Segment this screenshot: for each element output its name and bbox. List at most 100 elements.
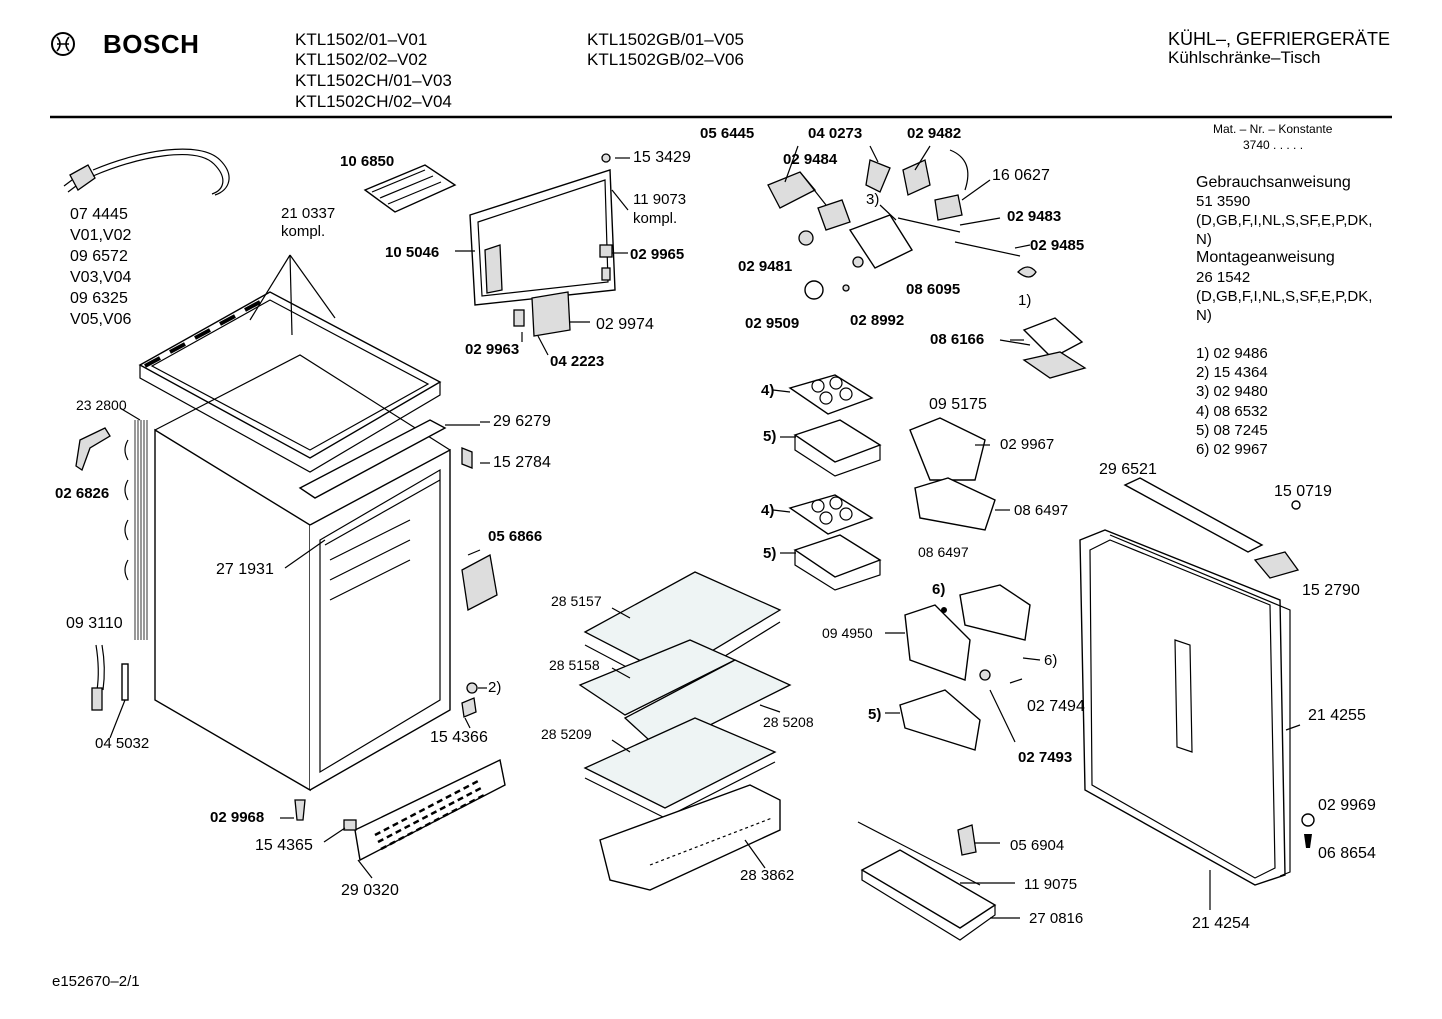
part-label: 29 6279 bbox=[493, 413, 551, 430]
footnote-item: 5) 08 7245 bbox=[1196, 422, 1268, 439]
part-label: 02 7494 bbox=[1027, 698, 1085, 715]
part-label: 16 0627 bbox=[992, 167, 1050, 184]
variant-label: V01,V02 bbox=[70, 227, 132, 244]
part-label: kompl. bbox=[633, 210, 678, 227]
part-label: 15 2784 bbox=[493, 454, 551, 471]
footnote-ref: 5) bbox=[868, 706, 882, 723]
glass-shelf-icon bbox=[578, 571, 792, 819]
footnote-ref: 5) bbox=[763, 545, 777, 562]
part-label: 28 5208 bbox=[763, 714, 814, 730]
footnote-ref: 2) bbox=[488, 679, 502, 696]
footnote-ref: 1) bbox=[1018, 292, 1032, 309]
part-label: 10 5046 bbox=[385, 244, 440, 261]
model-number: KTL1502GB/02–V06 bbox=[587, 50, 744, 69]
part-label: 08 6497 bbox=[918, 544, 969, 560]
part-label: 08 6497 bbox=[1014, 502, 1069, 519]
model-number: KTL1502CH/02–V04 bbox=[295, 92, 452, 111]
screw-icon bbox=[1304, 834, 1312, 848]
part-label: 02 9963 bbox=[465, 341, 520, 358]
hinge-icon bbox=[75, 427, 111, 471]
foot-icon bbox=[294, 799, 306, 821]
part-label: 09 4950 bbox=[822, 625, 873, 641]
footnote-ref: 3) bbox=[866, 191, 880, 208]
manual-languages-end: N) bbox=[1196, 231, 1212, 248]
variant-label: V03,V04 bbox=[70, 269, 132, 286]
part-label: 02 7493 bbox=[1018, 749, 1073, 766]
part-label: 29 0320 bbox=[341, 882, 399, 899]
part-label: 05 6904 bbox=[1010, 837, 1065, 854]
trim-strip-icon bbox=[1123, 477, 1301, 579]
leader-lines bbox=[280, 145, 1211, 910]
part-label: 09 6325 bbox=[70, 290, 128, 307]
part-label: 11 9075 bbox=[1024, 876, 1078, 893]
model-number: KTL1502CH/01–V03 bbox=[295, 71, 452, 90]
mat-nr-value: 3740 . . . . . bbox=[1243, 138, 1304, 152]
part-label: 27 0816 bbox=[1029, 910, 1084, 927]
cabinet-top-icon bbox=[138, 254, 442, 473]
part-label: kompl. bbox=[281, 223, 326, 240]
bosch-logo-icon bbox=[51, 32, 75, 56]
sensor-icon bbox=[91, 644, 129, 739]
manual-label: Gebrauchsanweisung bbox=[1196, 174, 1351, 191]
egg-tray-icon bbox=[788, 374, 882, 591]
part-label: 23 2800 bbox=[76, 397, 127, 413]
part-label: 27 1931 bbox=[216, 561, 274, 578]
part-label: 09 5175 bbox=[929, 396, 987, 413]
part-label: 02 9967 bbox=[1000, 436, 1055, 453]
door-bin-icon bbox=[899, 417, 1041, 751]
washer-icon bbox=[466, 682, 478, 694]
part-label: 28 3862 bbox=[740, 867, 795, 884]
assembly-languages: (D,GB,F,I,NL,S,SF,E,P,DK, bbox=[1196, 288, 1373, 305]
thermostat-icon bbox=[767, 149, 1087, 379]
footnote-item: 2) 15 4364 bbox=[1196, 364, 1268, 381]
part-label: 09 3110 bbox=[66, 615, 123, 632]
part-label: 02 9483 bbox=[1007, 208, 1062, 225]
footnote-ref: 5) bbox=[763, 428, 777, 445]
subcategory-title: Kühlschränke–Tisch bbox=[1168, 48, 1321, 67]
model-number: KTL1502/01–V01 bbox=[295, 30, 428, 49]
part-label: 02 9481 bbox=[738, 258, 793, 275]
freezer-door-icon bbox=[469, 153, 616, 337]
part-label: 28 5157 bbox=[551, 593, 602, 609]
part-label: 28 5209 bbox=[541, 726, 592, 742]
drain-plate-icon bbox=[461, 554, 498, 611]
category-title: KÜHL–, GEFRIERGERÄTE bbox=[1168, 29, 1391, 49]
mat-nr-title: Mat. – Nr. – Konstante bbox=[1213, 122, 1333, 136]
footnote-ref: 4) bbox=[761, 382, 775, 399]
part-label: 29 6521 bbox=[1099, 461, 1157, 478]
part-label: 15 3429 bbox=[633, 149, 691, 166]
part-label: 05 6866 bbox=[488, 528, 543, 545]
part-label: 10 6850 bbox=[340, 153, 395, 170]
door-shelf-icon bbox=[857, 821, 1020, 941]
rail-icon bbox=[298, 419, 480, 499]
assembly-languages-end: N) bbox=[1196, 307, 1212, 324]
manual-languages: (D,GB,F,I,NL,S,SF,E,P,DK, bbox=[1196, 212, 1373, 229]
footnote-ref: 6) bbox=[932, 581, 946, 598]
part-label: 02 9965 bbox=[630, 246, 685, 263]
crisper-drawer-icon bbox=[599, 784, 781, 891]
footnote-ref: 6) bbox=[1044, 652, 1058, 669]
variant-label: V05,V06 bbox=[70, 311, 132, 328]
part-label: 09 6572 bbox=[70, 248, 128, 265]
part-label: 11 9073 bbox=[633, 191, 687, 208]
manual-number: 51 3590 bbox=[1196, 193, 1251, 210]
part-label: 02 9482 bbox=[907, 125, 962, 142]
part-label: 02 6826 bbox=[55, 485, 110, 502]
part-label: 02 9485 bbox=[1030, 237, 1085, 254]
brand-logo: BOSCH bbox=[103, 29, 200, 59]
part-label: 21 4255 bbox=[1308, 707, 1366, 724]
part-label: 08 6166 bbox=[930, 331, 985, 348]
footnote-item: 1) 02 9486 bbox=[1196, 345, 1268, 362]
part-label: 15 4365 bbox=[255, 837, 313, 854]
model-number: KTL1502/02–V02 bbox=[295, 50, 428, 69]
part-label: 04 2223 bbox=[550, 353, 605, 370]
footnote-item: 6) 02 9967 bbox=[1196, 441, 1268, 458]
part-label: 04 0273 bbox=[808, 125, 863, 142]
assembly-number: 26 1542 bbox=[1196, 269, 1251, 286]
footnote-item: 3) 02 9480 bbox=[1196, 383, 1268, 400]
part-label: 21 0337 bbox=[281, 205, 336, 222]
part-label: 02 8992 bbox=[850, 312, 905, 329]
part-label: 02 9968 bbox=[210, 809, 265, 826]
part-label: 02 9484 bbox=[783, 151, 838, 168]
